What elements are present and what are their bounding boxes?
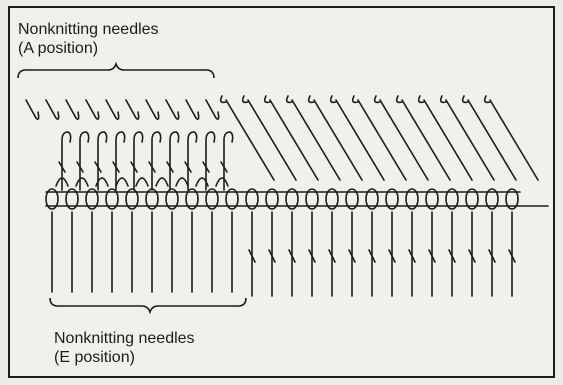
diagonal-needle-hook [485,96,490,102]
diagonal-needle-hook [375,96,380,102]
diagonal-needle-hook [243,96,248,102]
float-stitch [216,178,228,186]
diagonal-needle-hook [353,96,358,102]
float-stitch [176,178,188,186]
diagonal-needle-hook [463,96,468,102]
diagonal-needle-hook [397,96,402,102]
a-position-needle [86,100,99,119]
float-stitch [116,178,128,186]
a-position-needle [46,100,59,119]
diagonal-needle [490,100,538,180]
a-position-needle [206,100,219,119]
e-position-needle-top [188,132,197,190]
diagonal-needle-hook [287,96,292,102]
diagonal-needle [468,100,516,180]
diagonal-needle-hook [331,96,336,102]
diagonal-needle-hook [265,96,270,102]
diagonal-needle [358,100,406,180]
a-position-needle [66,100,79,119]
diagonal-needle-hook [419,96,424,102]
float-stitch [156,178,168,186]
bottom-brace [50,298,246,312]
diagonal-needle [402,100,450,180]
a-position-needle [106,100,119,119]
a-position-needle [186,100,199,119]
diagonal-needle-hook [221,96,226,102]
float-stitch [136,178,148,186]
diagonal-needle [424,100,472,180]
diagonal-needle [270,100,318,180]
top-brace [18,64,214,78]
diagonal-needle [380,100,428,180]
a-position-needle [166,100,179,119]
e-position-needle-top [152,132,161,190]
diagonal-needle-hook [441,96,446,102]
diagonal-needle [446,100,494,180]
a-position-needle [126,100,139,119]
diagonal-needle [248,100,296,180]
e-position-needle-top [206,132,215,190]
diagonal-needle [336,100,384,180]
diagonal-needle [314,100,362,180]
e-position-needle-top [80,132,89,190]
diagonal-needle [292,100,340,180]
float-stitch [76,178,88,186]
a-position-needle [26,100,39,119]
diagonal-needle-hook [309,96,314,102]
a-position-needle [146,100,159,119]
